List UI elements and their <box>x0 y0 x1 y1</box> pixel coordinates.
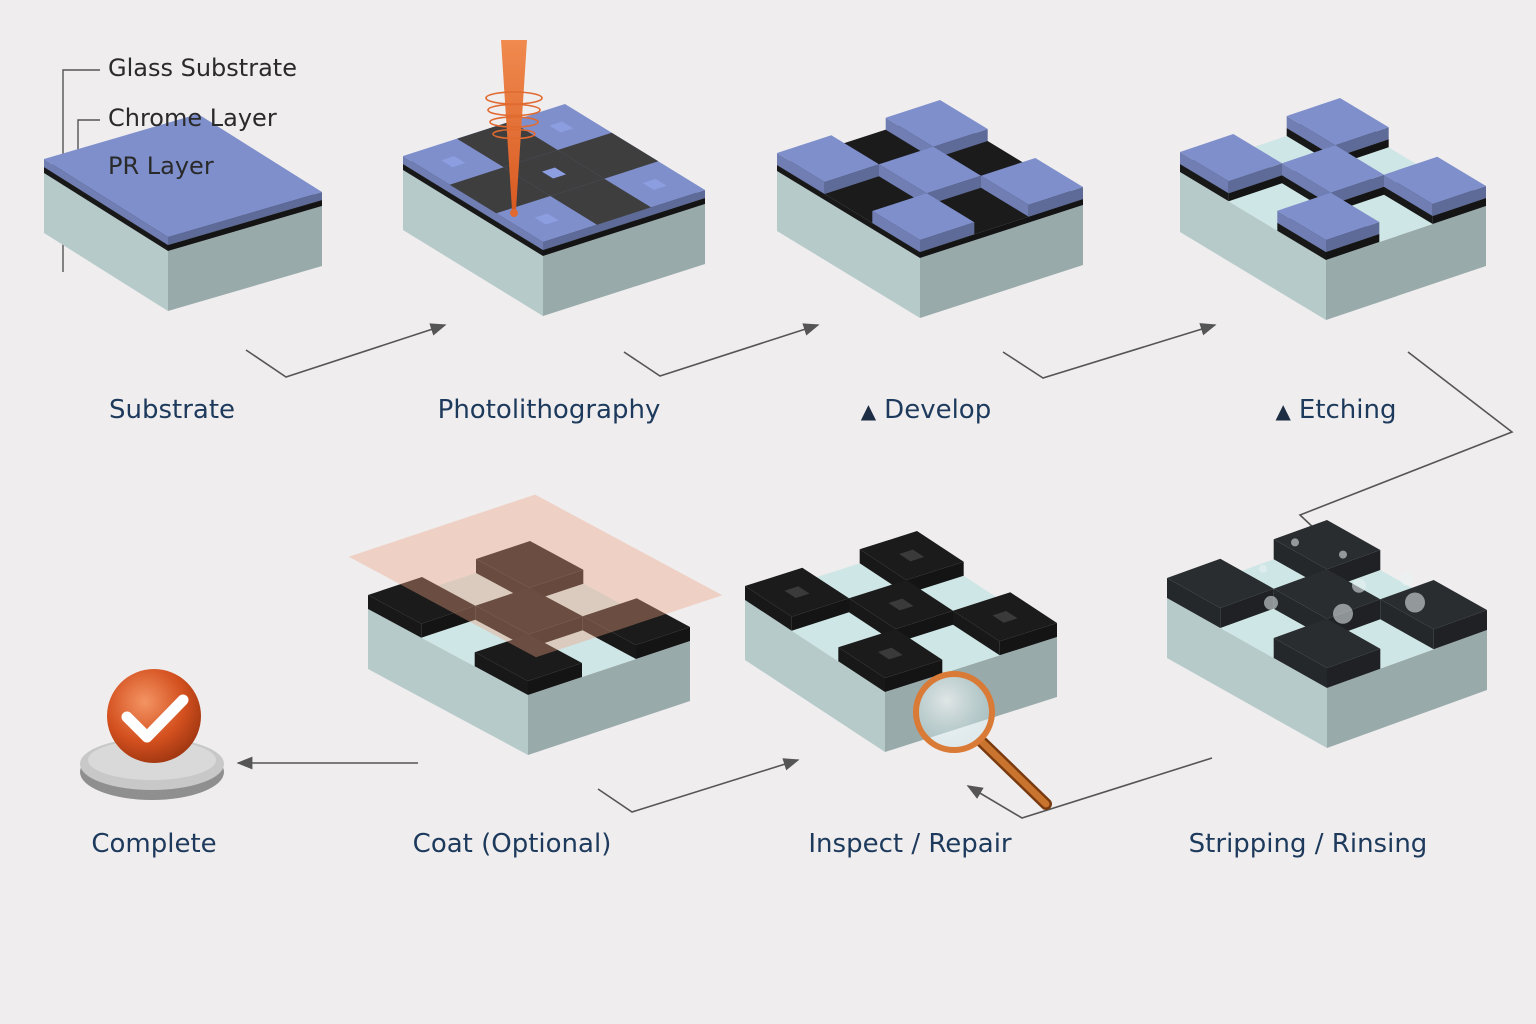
chrome-cell <box>582 598 690 659</box>
pr-cell <box>1384 156 1486 216</box>
arrow-photolithography-to-develop <box>623 323 820 377</box>
pr-cell <box>981 158 1083 217</box>
pr-layer <box>44 114 322 245</box>
arrow-develop-to-etching <box>1002 323 1217 379</box>
pr-cell <box>885 100 988 159</box>
block-coat <box>348 494 723 755</box>
chrome-cell <box>1167 558 1274 628</box>
rinse-droplet <box>1339 550 1347 559</box>
stage-label-develop: ▲ Develop <box>861 395 991 425</box>
stage-label-substrate: Substrate <box>108 395 236 425</box>
legend-pr-layer: PR Layer <box>108 152 214 180</box>
pr-cell <box>1180 134 1282 194</box>
block-stripping <box>1167 520 1487 748</box>
stage-label-etching: ▲ Etching <box>1276 395 1397 425</box>
pr-cell <box>777 135 879 194</box>
exposed-cell <box>457 121 558 168</box>
arrow-substrate-to-photolithography <box>245 323 447 378</box>
pr-cell <box>1282 145 1384 205</box>
pr-cell <box>879 146 981 206</box>
chrome-cell <box>1273 618 1381 688</box>
legend-glass-substrate: Glass Substrate <box>108 54 297 82</box>
stage-label-complete: Complete <box>91 829 217 859</box>
arrow-inspect-to-coat <box>597 758 800 813</box>
block-etching <box>1180 98 1486 320</box>
magnifying-glass-icon <box>913 671 1052 810</box>
arrow-stripping-to-inspect <box>966 757 1213 819</box>
rinse-droplet <box>1400 571 1414 586</box>
exposed-cell <box>550 178 651 225</box>
pellicle-coat <box>348 494 723 658</box>
rinse-droplet <box>1259 564 1267 573</box>
checkmark-badge-icon <box>80 669 224 800</box>
rinse-droplet <box>1333 603 1353 624</box>
rinse-droplet <box>1291 538 1299 547</box>
block-inspect <box>745 531 1057 752</box>
exposed-cell <box>449 167 551 214</box>
etching-marker-icon: ▲ <box>1275 399 1291 423</box>
laser-beam-icon <box>485 40 543 217</box>
legend-chrome-layer: Chrome Layer <box>108 104 277 132</box>
block-substrate <box>44 114 322 311</box>
stage-label-stripping: Stripping / Rinsing <box>1188 829 1428 859</box>
chrome-cell <box>474 634 582 695</box>
chrome-cell <box>476 541 584 602</box>
rinse-droplet <box>1264 595 1278 610</box>
chrome-cell <box>368 577 476 638</box>
block-photolithography <box>403 104 705 316</box>
pr-cell <box>1277 192 1380 252</box>
rinse-droplet <box>1405 592 1425 613</box>
etching-label-text: Etching <box>1298 395 1397 425</box>
block-develop <box>777 100 1083 318</box>
process-blocks <box>44 98 1487 755</box>
rinse-droplet <box>1352 578 1366 593</box>
stage-label-photolithography: Photolithography <box>437 395 661 425</box>
develop-marker-icon: ▲ <box>860 399 877 423</box>
pr-cell <box>1286 98 1389 158</box>
exposed-cell <box>557 132 659 179</box>
chrome-cell <box>1380 580 1487 650</box>
develop-label-text: Develop <box>884 395 992 425</box>
stage-label-coat: Coat (Optional) <box>412 829 612 859</box>
stage-label-inspect: Inspect / Repair <box>808 829 1012 859</box>
chrome-cell <box>475 587 583 649</box>
pr-cell <box>872 193 975 252</box>
